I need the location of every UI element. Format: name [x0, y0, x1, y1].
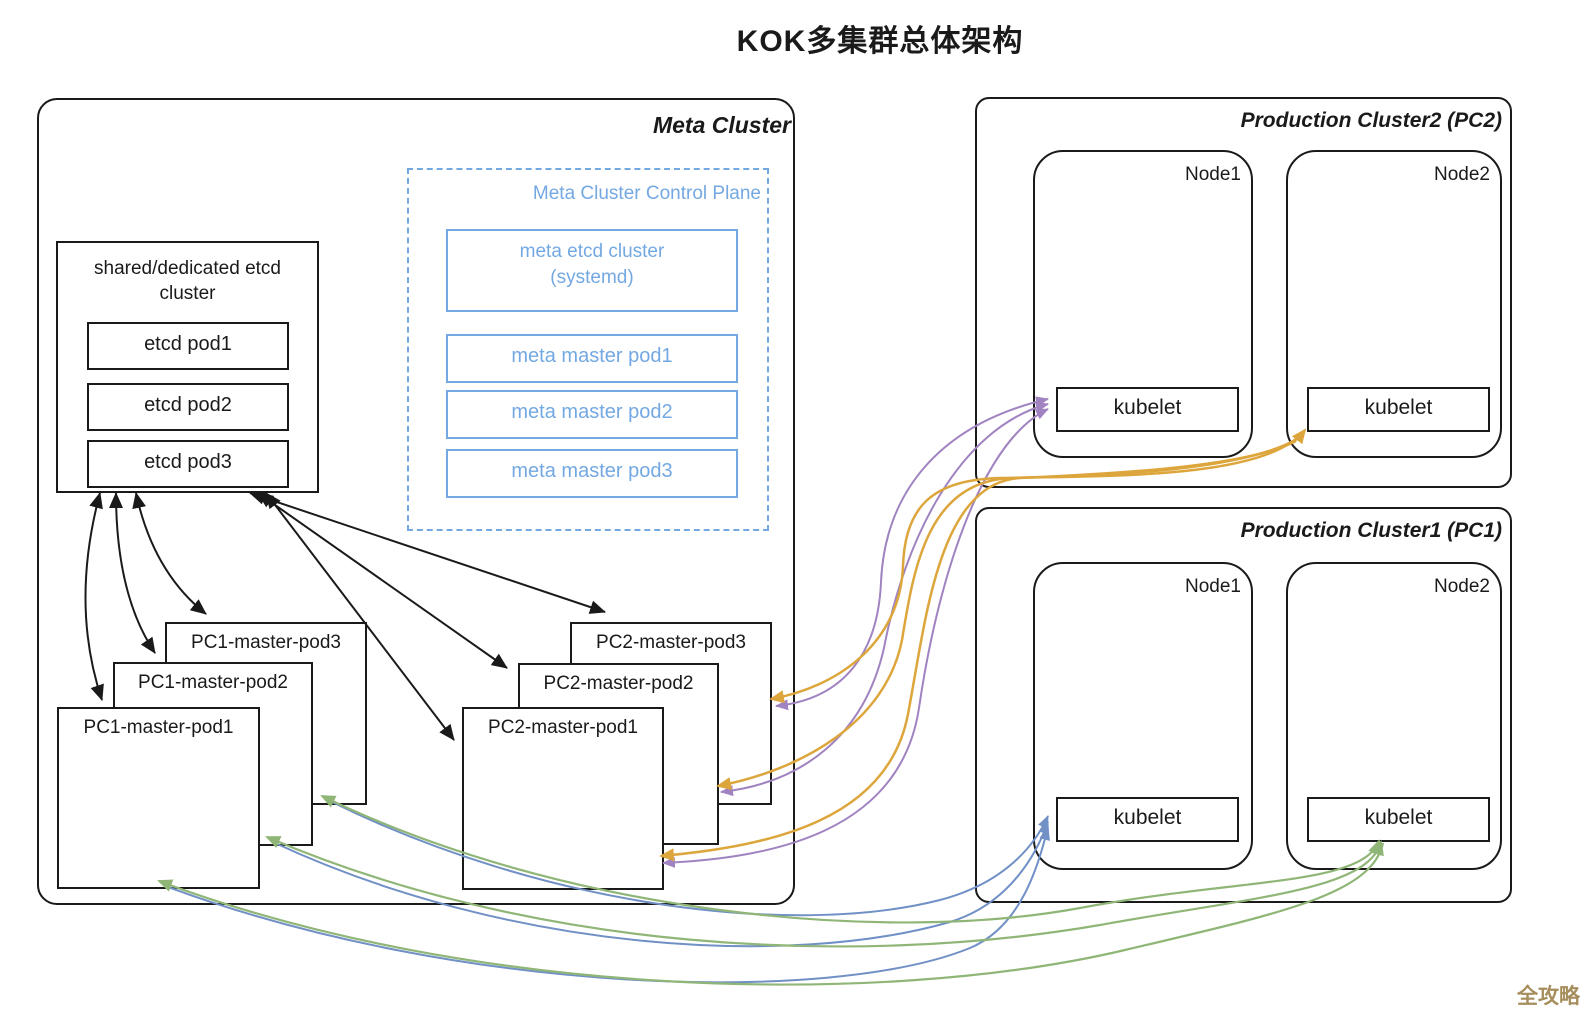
pc1-node2-box: Node2 kubelet: [1286, 562, 1502, 870]
pc2-node1-kubelet: kubelet: [1056, 387, 1239, 432]
pc2-node1-label: Node1: [1185, 164, 1241, 185]
production-cluster2-label: Production Cluster2 (PC2): [1240, 109, 1502, 132]
meta-master-pod2: meta master pod2: [446, 390, 738, 439]
pc1-node1-label: Node1: [1185, 576, 1241, 597]
meta-master-pod1: meta master pod1: [446, 334, 738, 383]
production-cluster2-box: Production Cluster2 (PC2) Node1 kubelet …: [975, 97, 1512, 488]
watermark: 全攻略: [1517, 985, 1580, 1008]
meta-etcd-line1: meta etcd cluster: [519, 241, 665, 262]
pc1-master-pod1: PC1-master-pod1: [57, 707, 260, 889]
etcd-cluster-title: shared/dedicated etcd cluster: [58, 243, 317, 306]
etcd-pod1: etcd pod1: [87, 322, 289, 370]
pc2-node2-box: Node2 kubelet: [1286, 150, 1502, 458]
production-cluster1-box: Production Cluster1 (PC1) Node1 kubelet …: [975, 507, 1512, 903]
pc1-node2-kubelet: kubelet: [1307, 797, 1490, 842]
pc1-node1-box: Node1 kubelet: [1033, 562, 1253, 870]
etcd-pod3: etcd pod3: [87, 440, 289, 488]
meta-cluster-label: Meta Cluster: [652, 112, 791, 138]
pc1-node1-kubelet: kubelet: [1056, 797, 1239, 842]
etcd-cluster-box: shared/dedicated etcd cluster etcd pod1 …: [56, 241, 319, 493]
meta-etcd-cluster-box: meta etcd cluster (systemd): [446, 229, 738, 312]
pc2-node2-label: Node2: [1434, 164, 1490, 185]
etcd-cluster-title-line2: cluster: [159, 283, 216, 304]
etcd-pod2: etcd pod2: [87, 383, 289, 431]
pc2-node1-box: Node1 kubelet: [1033, 150, 1253, 458]
etcd-cluster-title-line1: shared/dedicated etcd: [94, 258, 281, 279]
pc1-node2-label: Node2: [1434, 576, 1490, 597]
meta-control-plane-box: Meta Cluster Control Plane meta etcd clu…: [407, 168, 769, 531]
diagram-title: KOK多集群总体架构: [736, 25, 1024, 58]
pc2-node2-kubelet: kubelet: [1307, 387, 1490, 432]
production-cluster1-label: Production Cluster1 (PC1): [1240, 519, 1502, 542]
pc2-master-pod1: PC2-master-pod1: [462, 707, 664, 890]
meta-control-plane-title: Meta Cluster Control Plane: [532, 183, 761, 204]
meta-etcd-line2: (systemd): [550, 267, 634, 288]
meta-master-pod3: meta master pod3: [446, 449, 738, 498]
